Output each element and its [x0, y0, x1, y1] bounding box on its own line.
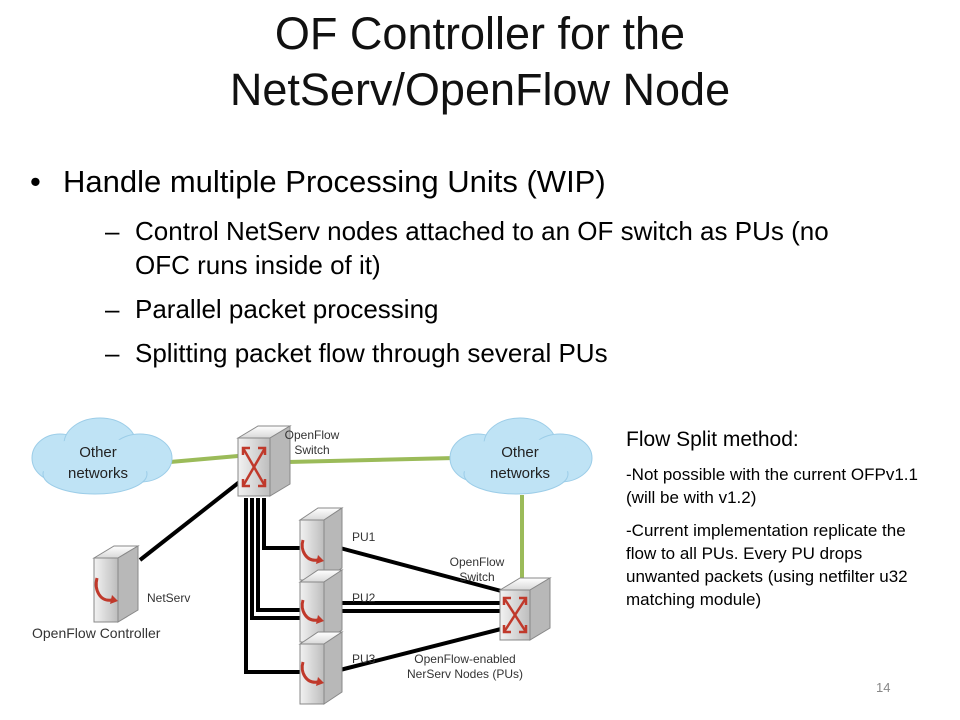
- subbullet-1: –Control NetServ nodes attached to an OF…: [30, 214, 860, 282]
- page-number: 14: [876, 680, 891, 695]
- pu2-server-icon: [298, 569, 344, 643]
- black-links: [138, 478, 506, 674]
- cloud-left-label: Other networks: [67, 444, 129, 482]
- pus-label: OpenFlow-enabled NerServ Nodes (PUs): [406, 652, 524, 681]
- link-pu1-switch2: [339, 546, 506, 594]
- slide-title: OF Controller for the NetServ/OpenFlow N…: [0, 6, 960, 118]
- link-controller-switch: [138, 478, 244, 562]
- dash-1: –: [105, 216, 120, 246]
- title-line-2: NetServ/OpenFlow Node: [229, 64, 731, 115]
- pu1-label: PU1: [352, 530, 376, 544]
- flow-split-panel: Flow Split method: -Not possible with th…: [626, 425, 926, 621]
- flow-split-para-2: -Current implementation replicate the fl…: [626, 521, 908, 609]
- pu3-label: PU3: [352, 652, 376, 666]
- openflow-switch-right-icon: [498, 577, 552, 641]
- flow-split-para-1: -Not possible with the current OFPv1.1 (…: [626, 465, 918, 507]
- dash-2: –: [105, 294, 120, 324]
- green-links: [169, 454, 524, 590]
- link-switch-pu2-b: [250, 498, 305, 620]
- switch-top-label: OpenFlow Switch: [284, 428, 340, 457]
- netserv-label: NetServ: [147, 591, 191, 605]
- subbullet-3: –Splitting packet flow through several P…: [30, 336, 860, 370]
- link-pu3-switch2: [339, 626, 506, 672]
- network-diagram: [31, 417, 593, 705]
- pu2-label: PU2: [352, 591, 376, 605]
- link-switch-pu3: [244, 498, 305, 674]
- subbullet-2-text: Parallel packet processing: [135, 294, 439, 324]
- link-cloud-left-switch: [169, 454, 239, 464]
- cloud-left: [31, 417, 173, 495]
- pu1-server-icon: [298, 507, 344, 581]
- link-switch-pu2-a: [256, 498, 305, 612]
- title-line-1: OF Controller for the: [274, 8, 686, 59]
- subbullet-2: –Parallel packet processing: [30, 292, 860, 326]
- link-switch-pu1: [262, 498, 305, 550]
- link-switch-cloud-right: [287, 456, 456, 464]
- controller-label: OpenFlow Controller: [32, 625, 161, 641]
- bullet-main: Handle multiple Processing Units (WIP): [30, 160, 860, 204]
- bullet-list: Handle multiple Processing Units (WIP) –…: [30, 160, 860, 370]
- controller-server-icon: [92, 545, 140, 623]
- subbullet-3-text: Splitting packet flow through several PU…: [135, 338, 608, 368]
- cloud-right: [449, 417, 593, 495]
- flow-split-heading: Flow Split method:: [626, 428, 799, 451]
- switch-right-label: OpenFlow Switch: [449, 555, 505, 584]
- dash-3: –: [105, 338, 120, 368]
- cloud-right-label: Other networks: [489, 444, 551, 482]
- subbullet-1-text: Control NetServ nodes attached to an OF …: [135, 216, 829, 280]
- openflow-switch-top-icon: [236, 425, 292, 497]
- pu3-server-icon: [298, 631, 344, 705]
